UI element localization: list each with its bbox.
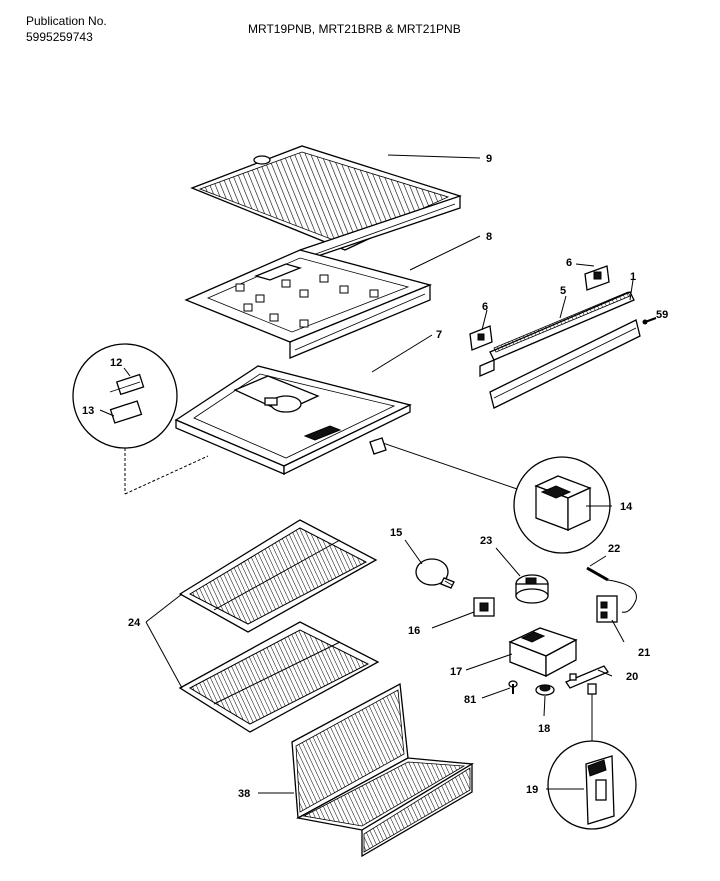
part-24-shelf-upper — [178, 519, 378, 633]
callout-18: 18 — [538, 723, 550, 735]
part-22-cable — [586, 566, 637, 613]
part-20-strip — [565, 665, 609, 689]
callout-21: 21 — [638, 647, 650, 659]
callout-9: 9 — [486, 153, 492, 165]
detail-circle-19 — [547, 683, 637, 830]
callout-13: 13 — [82, 405, 94, 417]
part-15-bulb — [415, 558, 455, 589]
part-8-tray — [184, 249, 433, 359]
callout-14: 14 — [620, 501, 633, 513]
callout-20: 20 — [626, 671, 638, 683]
callout-38: 38 — [238, 788, 250, 800]
callout-8: 8 — [486, 231, 492, 243]
part-1-strip — [489, 319, 641, 409]
callout-15: 15 — [390, 527, 402, 539]
publication-label: Publication No. — [26, 14, 107, 28]
detail-circle-12-13 — [72, 343, 209, 495]
part-5-rail — [479, 291, 635, 377]
part-18-knob — [535, 684, 555, 696]
part-38-basket — [291, 682, 475, 858]
callout-23: 23 — [480, 535, 492, 547]
callout-5: 5 — [560, 285, 566, 297]
callout-1: 1 — [630, 271, 636, 283]
callout-6-lower: 6 — [482, 301, 488, 313]
callout-16: 16 — [408, 625, 420, 637]
callout-labels: 9 8 7 6 6 5 1 59 12 13 14 15 23 22 16 21… — [82, 153, 668, 800]
callout-81: 81 — [464, 694, 476, 706]
callout-19: 19 — [526, 784, 538, 796]
leader-lines — [99, 154, 634, 794]
part-16-socket — [473, 597, 495, 617]
detail-circle-14 — [369, 437, 611, 554]
part-59-screw — [642, 317, 657, 325]
callout-6-upper: 6 — [566, 257, 572, 269]
publication-number: 5995259743 — [26, 30, 93, 44]
part-24-shelf-lower — [178, 621, 380, 733]
callout-12: 12 — [110, 357, 122, 369]
part-6-bracket — [469, 265, 610, 351]
part-7-pan — [174, 365, 412, 476]
part-21-switch — [596, 595, 618, 623]
part-9-cover — [190, 145, 462, 263]
callout-7: 7 — [436, 329, 442, 341]
part-81-screw — [508, 680, 518, 694]
callout-24: 24 — [128, 617, 141, 629]
callout-17: 17 — [450, 666, 462, 678]
callout-22: 22 — [608, 543, 620, 555]
part-17-housing — [508, 627, 578, 678]
part-23-thermostat — [515, 574, 549, 604]
model-numbers: MRT19PNB, MRT21BRB & MRT21PNB — [248, 22, 461, 36]
callout-59: 59 — [656, 309, 668, 321]
